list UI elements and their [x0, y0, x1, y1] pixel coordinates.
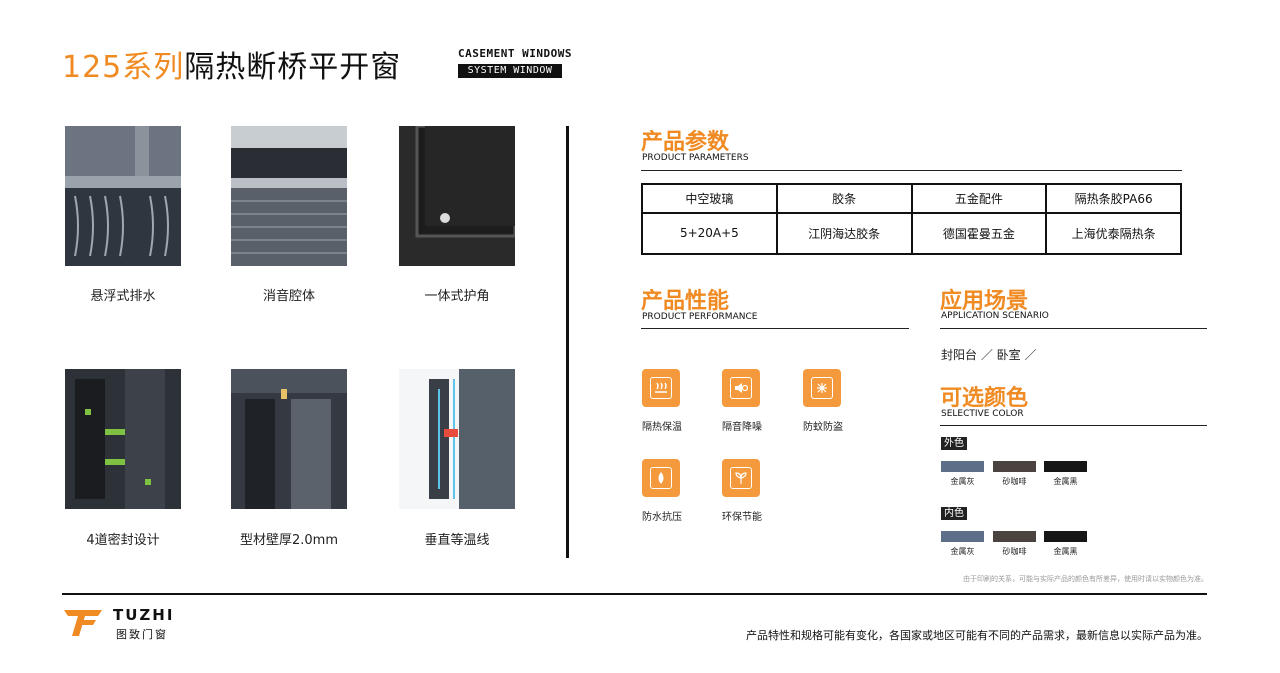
params-header-thermal: 隔热条胶PA66: [1045, 183, 1182, 214]
heat-insulation-icon: [642, 369, 680, 407]
sound-cavity-image: [231, 126, 347, 266]
params-value-hardware: 德国霍曼五金: [910, 211, 1048, 256]
params-heading-en: PRODUCT PARAMETERS: [642, 153, 749, 163]
performance-label-4: 防水抗压: [642, 512, 682, 523]
feature-label-3: 一体式护角: [424, 289, 490, 304]
four-seal-image: [65, 369, 181, 509]
params-header-strip: 胶条: [775, 183, 913, 214]
title-english-line1: CASEMENT WINDOWS: [458, 47, 572, 60]
inner-color-tag: 内色: [941, 507, 967, 520]
params-value-thermal: 上海优泰隔热条: [1045, 211, 1182, 256]
footer-disclaimer: 产品特性和规格可能有变化，各国家或地区可能有不同的产品需求，最新信息以实际产品为…: [746, 629, 1208, 642]
inner-swatch-black: [1044, 531, 1087, 542]
performance-heading-en: PRODUCT PERFORMANCE: [642, 312, 758, 322]
vertical-divider: [566, 126, 569, 558]
color-underline: [940, 425, 1207, 426]
outer-swatch-black: [1044, 461, 1087, 472]
params-header-hardware: 五金配件: [910, 183, 1048, 214]
suspended-drainage-image: [65, 126, 181, 266]
outer-swatch-grey-label: 金属灰: [950, 477, 975, 486]
feature-label-2: 消音腔体: [262, 289, 315, 304]
scenario-heading: 应用场景: [940, 289, 1029, 314]
performance-underline: [641, 328, 909, 329]
sound-insulation-icon: [722, 369, 760, 407]
performance-label-1: 隔热保温: [642, 422, 682, 433]
scenario-underline: [940, 328, 1207, 329]
logo-text-cn: 图致门窗: [116, 628, 168, 641]
color-heading: 可选颜色: [940, 386, 1029, 411]
inner-swatch-grey: [941, 531, 984, 542]
title-series: 125系列: [62, 50, 185, 85]
color-heading-en: SELECTIVE COLOR: [941, 409, 1024, 419]
inner-swatch-coffee-label: 砂咖啡: [1002, 547, 1027, 556]
outer-swatch-black-label: 金属黑: [1053, 477, 1078, 486]
footer-divider: [62, 593, 1207, 595]
inner-swatch-grey-label: 金属灰: [950, 547, 975, 556]
title-english-line2: SYSTEM WINDOW: [458, 64, 562, 78]
performance-heading: 产品性能: [641, 289, 730, 314]
tuzhi-logo-icon: [62, 606, 104, 638]
color-note: 由于印刷的关系，可能与实际产品的颜色有所差异，使用时请以实物颜色为准。: [963, 575, 1208, 583]
performance-label-3: 防蚊防盗: [803, 422, 843, 433]
feature-label-6: 垂直等温线: [424, 533, 490, 548]
params-value-glass: 5+20A+5: [641, 211, 778, 256]
outer-swatch-coffee-label: 砂咖啡: [1002, 477, 1027, 486]
params-heading: 产品参数: [641, 130, 730, 155]
scenario-heading-en: APPLICATION SCENARIO: [941, 311, 1049, 321]
anti-mosquito-icon: [803, 369, 841, 407]
outer-color-tag: 外色: [941, 437, 967, 450]
params-value-strip: 江阴海达胶条: [775, 211, 913, 256]
corner-protector-image: [399, 126, 515, 266]
performance-label-5: 环保节能: [722, 512, 762, 523]
feature-label-5: 型材壁厚2.0mm: [239, 533, 338, 548]
isotherm-image: [399, 369, 515, 509]
wall-thickness-image: [231, 369, 347, 509]
outer-swatch-grey: [941, 461, 984, 472]
waterproof-icon: [642, 459, 680, 497]
inner-swatch-black-label: 金属黑: [1053, 547, 1078, 556]
page-title: 125系列隔热断桥平开窗: [62, 42, 401, 86]
outer-swatch-coffee: [993, 461, 1036, 472]
feature-label-4: 4道密封设计: [86, 533, 160, 548]
performance-label-2: 隔音降噪: [722, 422, 762, 433]
inner-swatch-coffee: [993, 531, 1036, 542]
feature-label-1: 悬浮式排水: [90, 289, 156, 304]
eco-icon: [722, 459, 760, 497]
params-table: 中空玻璃 胶条 五金配件 隔热条胶PA66 5+20A+5 江阴海达胶条 德国霍…: [641, 183, 1182, 256]
params-header-glass: 中空玻璃: [641, 183, 778, 214]
title-product: 隔热断桥平开窗: [184, 50, 402, 85]
logo-text-en: TUZHI: [113, 606, 175, 624]
params-underline: [641, 170, 1182, 171]
scenario-text: 封阳台 ／ 卧室 ／: [941, 348, 1037, 362]
